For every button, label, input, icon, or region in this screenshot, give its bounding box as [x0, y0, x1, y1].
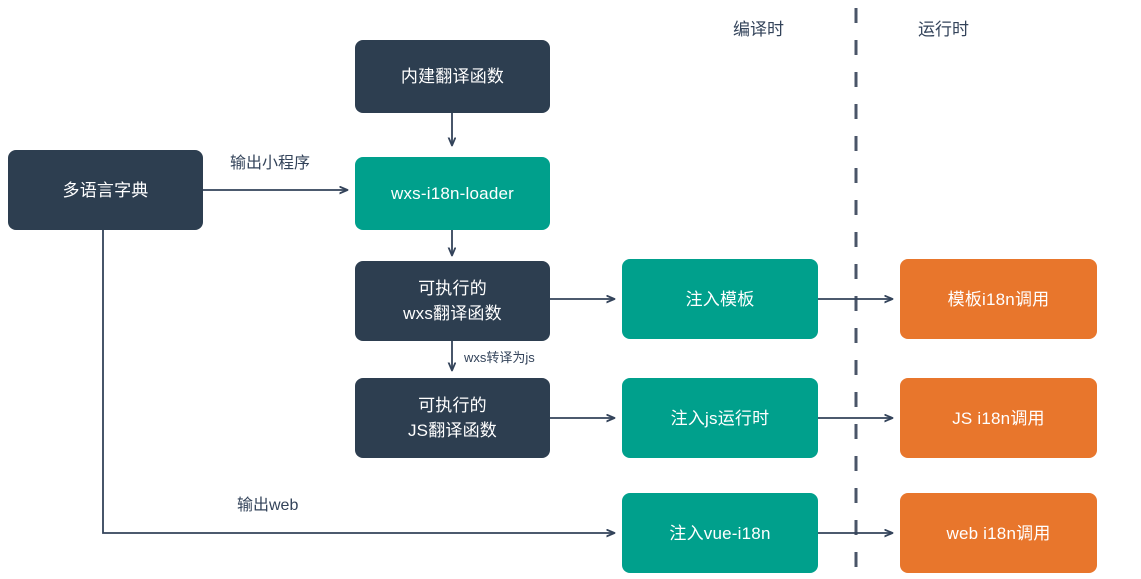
node-web-i18n-call[interactable]: web i18n调用 — [900, 493, 1097, 573]
node-executable-wxs-translate-function[interactable]: 可执行的 wxs翻译函数 — [355, 261, 550, 341]
phase-label-runtime: 运行时 — [918, 20, 969, 39]
node-executable-js-translate-function[interactable]: 可执行的 JS翻译函数 — [355, 378, 550, 458]
node-inject-vue-i18n[interactable]: 注入vue-i18n — [622, 493, 818, 573]
phase-label-compile-time: 编译时 — [733, 20, 784, 39]
edge-label-wxs-to-js: wxs转译为js — [464, 350, 535, 365]
node-wxs-i18n-loader[interactable]: wxs-i18n-loader — [355, 157, 550, 230]
node-multilingual-dictionary[interactable]: 多语言字典 — [8, 150, 203, 230]
node-builtin-translate-function[interactable]: 内建翻译函数 — [355, 40, 550, 113]
edge-label-output-web: 输出web — [237, 497, 299, 514]
node-inject-js-runtime[interactable]: 注入js运行时 — [622, 378, 818, 458]
node-inject-template[interactable]: 注入模板 — [622, 259, 818, 339]
edge-label-output-miniprogram: 输出小程序 — [230, 155, 311, 172]
node-template-i18n-call[interactable]: 模板i18n调用 — [900, 259, 1097, 339]
node-js-i18n-call[interactable]: JS i18n调用 — [900, 378, 1097, 458]
